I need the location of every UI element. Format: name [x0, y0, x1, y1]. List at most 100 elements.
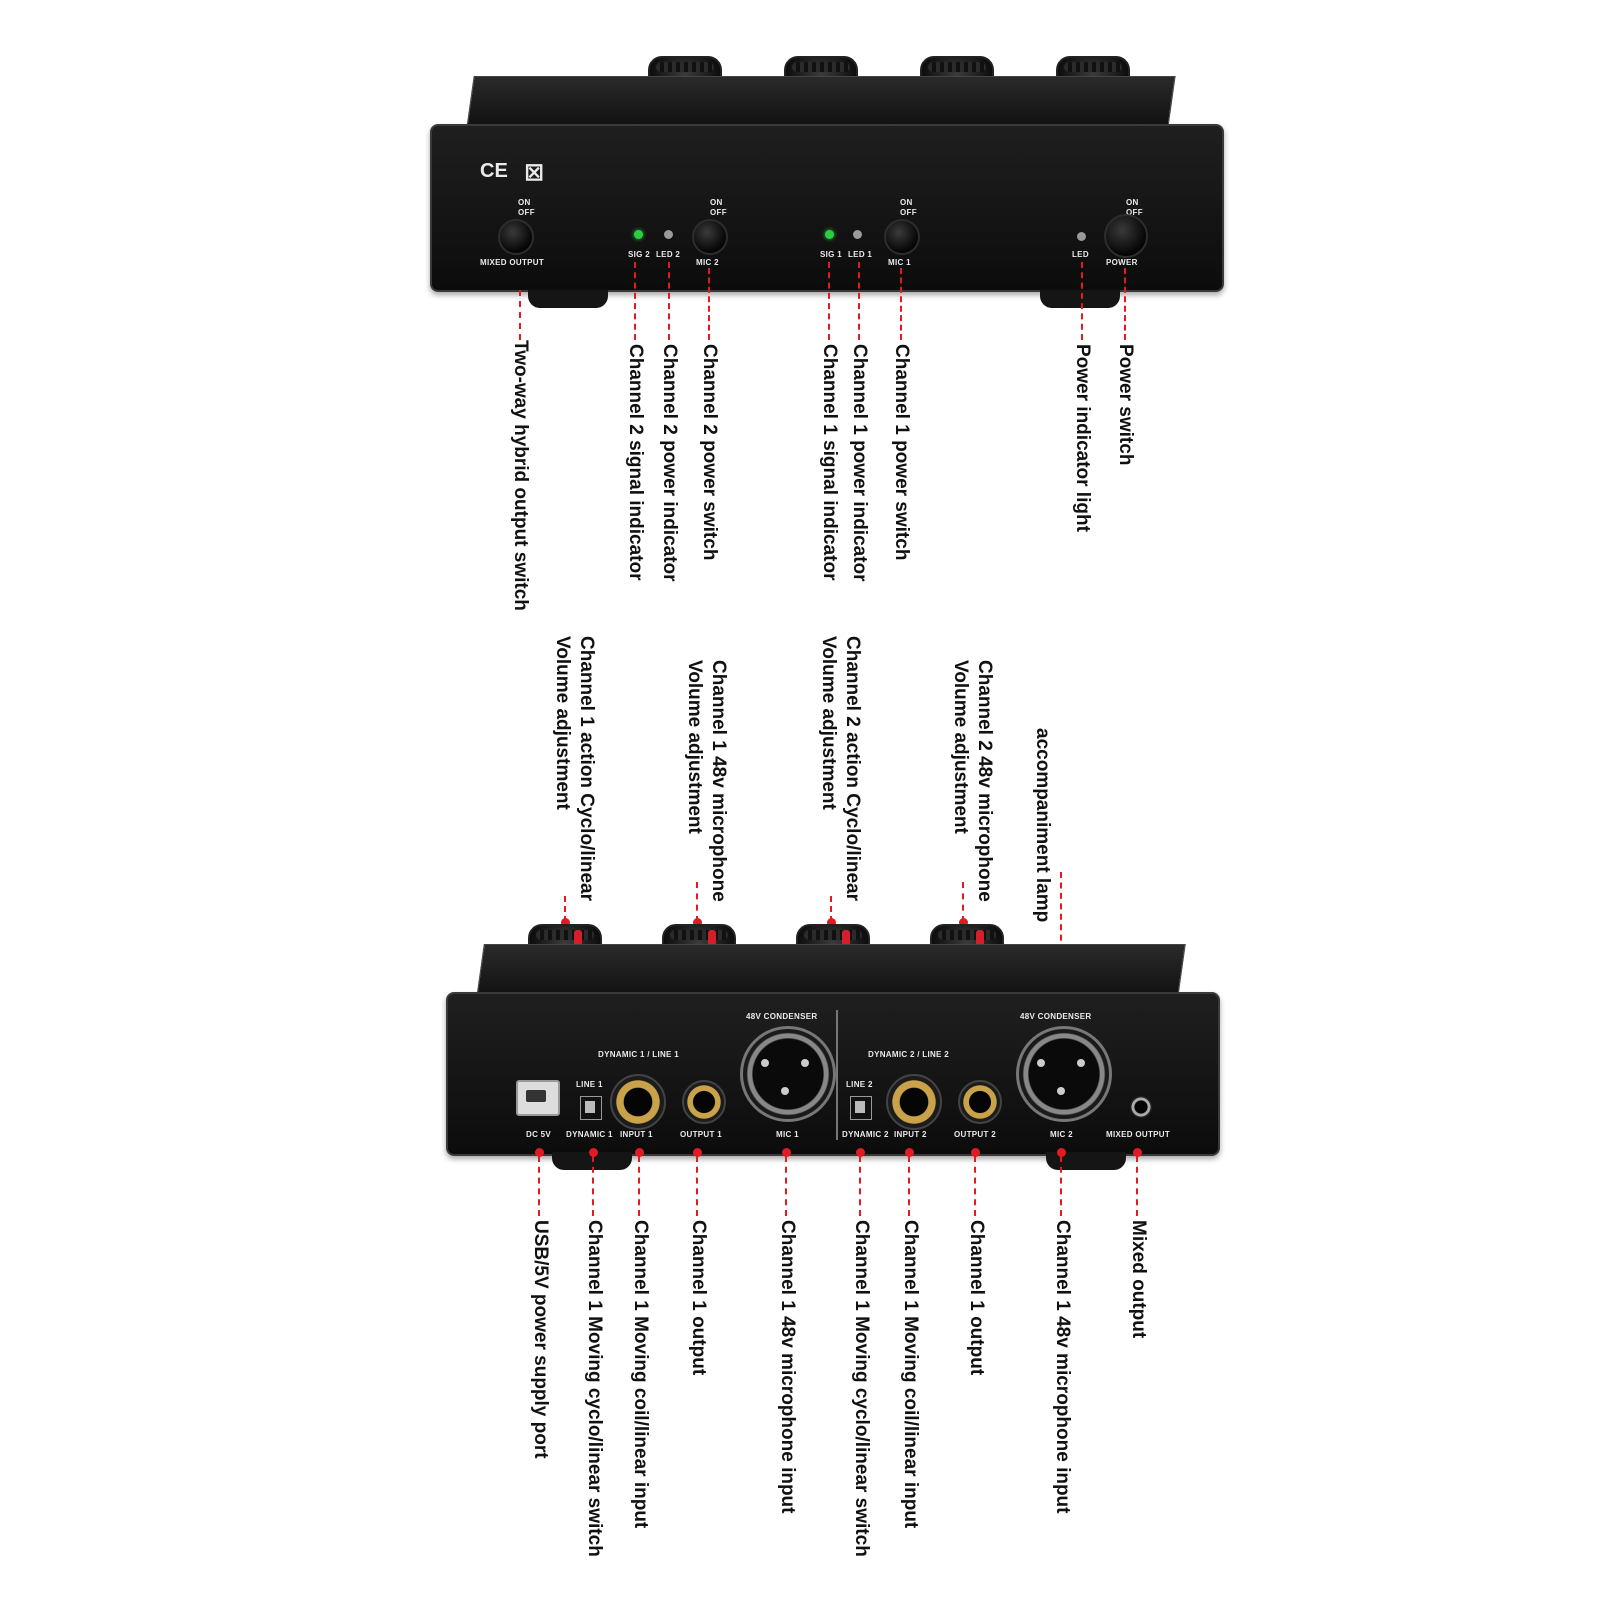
- mic1-label-bottom: MIC 1: [776, 1130, 799, 1139]
- dot-ch1-action: [561, 918, 570, 927]
- dot-ch2-switch: [856, 1148, 865, 1157]
- top-on-label-1: ON: [518, 198, 531, 207]
- label-ch1-48v-line1: Channel 1 48v microphone: [708, 660, 729, 902]
- dynamic2-label: DYNAMIC 2: [842, 1130, 889, 1139]
- top-foot-left: [528, 290, 608, 308]
- led1-label: LED 1: [848, 250, 873, 259]
- label-ch1-moving-input: Channel 1 Moving coil/linear input: [630, 1220, 651, 1529]
- leader-ch2-power-sw: [708, 268, 710, 340]
- ch2-dynamic-line-slide-switch: [850, 1096, 872, 1120]
- label-power-switch: Power switch: [1115, 344, 1136, 466]
- label-ch1-signal: Channel 1 signal indicator: [819, 344, 840, 581]
- label-ch1-action-line2: Volume adjustment: [552, 636, 573, 810]
- ch1-dynamic-line-slide-switch: [580, 1096, 602, 1120]
- label-power-indicator-light: Power indicator light: [1072, 344, 1093, 532]
- led1-led: [853, 230, 862, 239]
- label-ch1-output: Channel 1 output: [688, 1220, 709, 1376]
- dot-ch1-output: [693, 1148, 702, 1157]
- leader-ch1-power-ind: [858, 262, 860, 340]
- dynamic-line-1-label: DYNAMIC 1 / LINE 1: [598, 1050, 679, 1059]
- top-on-label-3: ON: [900, 198, 913, 207]
- label-mixed-output: Mixed output: [1128, 1220, 1149, 1339]
- leader-ch1-power-sw: [900, 268, 902, 340]
- mixed-output-jack: [1130, 1096, 1152, 1118]
- panel-divider: [836, 1010, 838, 1140]
- leader-power-ind: [1081, 262, 1083, 340]
- dot-usb: [535, 1148, 544, 1157]
- label-ch1-moving-input-b: Channel 1 Moving coil/linear input: [900, 1220, 921, 1529]
- label-ch1-48v-input: Channel 1 48v microphone input: [777, 1220, 798, 1514]
- leader-usb: [538, 1156, 540, 1216]
- leader-power-sw: [1124, 268, 1126, 340]
- label-ch2-action-line2: Volume adjustment: [818, 636, 839, 810]
- top-device-lid: [466, 76, 1176, 128]
- mic2-label: MIC 2: [696, 258, 719, 267]
- power-label: POWER: [1106, 258, 1138, 267]
- leader-ch1-input: [638, 1156, 640, 1216]
- label-ch1-48v-volume: Channel 1 48v microphone Volume adjustme…: [682, 660, 730, 902]
- power-led: [1077, 232, 1086, 241]
- ce-mark: CE: [480, 160, 508, 182]
- leader-ch2-48v-input: [1060, 1156, 1062, 1216]
- weee-icon: ⊠: [524, 159, 545, 186]
- label-ch1-moving-switch: Channel 1 Moving cyclo/linear switch: [584, 1220, 605, 1557]
- mic2-power-button: [692, 219, 728, 255]
- top-foot-right: [1040, 290, 1120, 308]
- top-off-label-1: OFF: [518, 208, 535, 217]
- label-ch1-48v-input-b: Channel 1 48v microphone input: [1052, 1220, 1073, 1514]
- dot-ch2-input: [905, 1148, 914, 1157]
- leader-accompaniment: [1060, 872, 1062, 972]
- condenser-right-label: 48V CONDENSER: [1020, 1012, 1092, 1021]
- label-ch1-moving-switch-b: Channel 1 Moving cyclo/linear switch: [851, 1220, 872, 1557]
- sig1-led: [825, 230, 834, 239]
- top-off-label-3: OFF: [900, 208, 917, 217]
- dot-ch1-48v-input: [782, 1148, 791, 1157]
- dot-ch1-switch: [589, 1148, 598, 1157]
- label-ch2-signal: Channel 2 signal indicator: [625, 344, 646, 581]
- output1-label: OUTPUT 1: [680, 1130, 722, 1139]
- leader-ch2-power-ind: [668, 262, 670, 340]
- led2-label: LED 2: [656, 250, 681, 259]
- top-device-front-panel: [430, 124, 1224, 292]
- leader-ch1-signal: [828, 262, 830, 340]
- leader-ch2-output: [974, 1156, 976, 1216]
- leader-ch1-48v: [696, 882, 698, 922]
- sig2-led: [634, 230, 643, 239]
- top-off-label-4: OFF: [1126, 208, 1143, 217]
- label-ch2-power-switch: Channel 2 power switch: [699, 344, 720, 561]
- label-ch1-output-b: Channel 1 output: [966, 1220, 987, 1376]
- line1-label: LINE 1: [576, 1080, 603, 1089]
- dynamic1-label: DYNAMIC 1: [566, 1130, 613, 1139]
- mic1-label-top: MIC 1: [888, 258, 911, 267]
- led-label: LED: [1072, 250, 1089, 259]
- label-ch2-action-line1: Channel 2 action Cyclo/linear: [842, 636, 863, 902]
- bottom-foot-right: [1046, 1152, 1126, 1170]
- input1-jack: [610, 1074, 666, 1130]
- label-ch2-48v-line1: Channel 2 48v microphone: [974, 660, 995, 902]
- label-ch1-action-line1: Channel 1 action Cyclo/linear: [576, 636, 597, 902]
- mic2-label-bottom: MIC 2: [1050, 1130, 1073, 1139]
- leader-mixed-output: [1136, 1156, 1138, 1216]
- mixed-output-label-bottom: MIXED OUTPUT: [1106, 1130, 1171, 1139]
- top-mixed-output-label: MIXED OUTPUT: [480, 258, 545, 267]
- output2-label: OUTPUT 2: [954, 1130, 996, 1139]
- line2-label: LINE 2: [846, 1080, 873, 1089]
- leader-ch2-input: [908, 1156, 910, 1216]
- label-ch1-48v-line2: Volume adjustment: [684, 660, 705, 834]
- label-ch1-power-indicator: Channel 1 power indicator: [849, 344, 870, 582]
- leader-ch1-48v-input: [785, 1156, 787, 1216]
- input2-label: INPUT 2: [894, 1130, 927, 1139]
- dc5v-label: DC 5V: [526, 1130, 552, 1139]
- label-ch2-power-indicator: Channel 2 power indicator: [659, 344, 680, 582]
- dot-ch1-input: [635, 1148, 644, 1157]
- label-ch1-action-volume: Channel 1 action Cyclo/linear Volume adj…: [550, 636, 598, 901]
- label-two-way-hybrid: Two-way hybrid output switch: [510, 340, 531, 611]
- label-ch2-action-volume: Channel 2 action Cyclo/linear Volume adj…: [816, 636, 864, 901]
- label-ch2-48v-line2: Volume adjustment: [950, 660, 971, 834]
- leader-ch2-signal: [634, 262, 636, 340]
- leader-ch1-switch: [592, 1156, 594, 1216]
- dot-ch1-48v: [693, 918, 702, 927]
- condenser-left-label: 48V CONDENSER: [746, 1012, 818, 1021]
- label-usb-power: USB/5V power supply port: [530, 1220, 551, 1459]
